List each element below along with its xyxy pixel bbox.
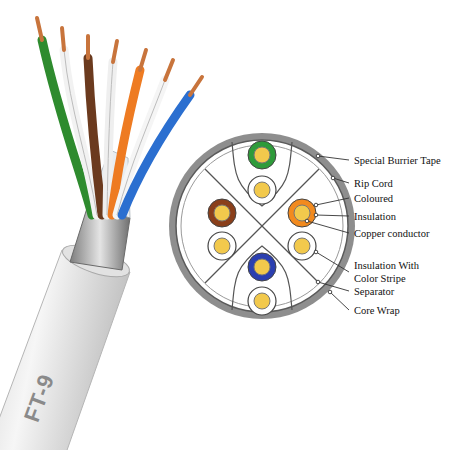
part-label: Separator: [354, 285, 394, 298]
part-label: Insulation With Color Stripe: [354, 259, 434, 285]
part-label: Rip Cord: [354, 177, 393, 190]
part-label: Coloured: [354, 192, 393, 205]
part-label: Special Burrier Tape: [354, 154, 441, 167]
part-label: Copper conductor: [354, 227, 430, 240]
part-label: Insulation: [354, 210, 396, 223]
part-label: Core Wrap: [354, 304, 400, 317]
